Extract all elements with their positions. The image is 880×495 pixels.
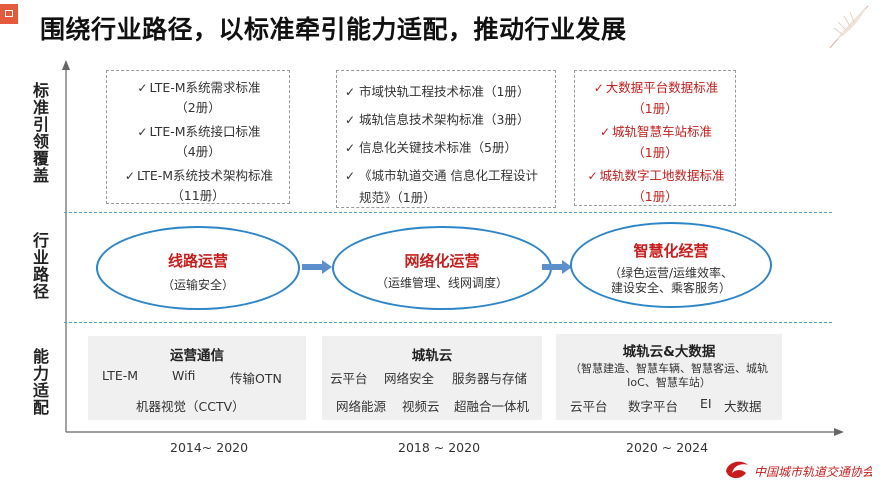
standards-box-lte: ✓LTE-M系统需求标准 （2册） ✓LTE-M系统接口标准 （4册） ✓LTE… [106, 70, 290, 204]
row-label-standards: 标准引领覆盖 [32, 81, 49, 185]
list-item: ✓信息化关键技术标准（5册） [345, 140, 517, 155]
arrow-right-icon [542, 260, 572, 274]
list-item: （1册） [632, 101, 678, 116]
feather-icon [829, 5, 869, 49]
list-item: ✓LTE-M系统技术架构标准 [124, 168, 274, 183]
path-ellipse-smart-ops: 智慧化经营 （绿色运营/运维效率、 建设安全、乘客服务） [570, 222, 772, 308]
page-title: 围绕行业路径，以标准牵引能力适配，推动行业发展 [40, 15, 627, 44]
list-item: ✓城轨智慧车站标准 [599, 124, 712, 139]
path-ellipse-network-ops: 网络化运营 （运维管理、线网调度） [332, 226, 552, 310]
svg-text:中国城市轨道交通协会: 中国城市轨道交通协会 [754, 465, 872, 479]
row-label-path: 行业路径 [32, 231, 49, 301]
list-item: ✓城轨信息技术架构标准（3册） [345, 112, 530, 127]
association-logo: 中国城市轨道交通协会 [726, 461, 872, 479]
separator-line [64, 212, 832, 213]
standards-box-bigdata: ✓大数据平台数据标准 （1册） ✓城轨智慧车站标准 （1册） ✓城轨数字工地数据… [574, 70, 736, 206]
list-item: ✓市域快轨工程技术标准（1册） [345, 84, 530, 99]
list-item: ✓LTE-M系统接口标准 [137, 124, 261, 139]
corner-mark-icon [0, 4, 18, 24]
list-item: ✓《城市轨道交通 信息化工程设计 [345, 168, 538, 183]
year-label: 2018 ~ 2020 [398, 440, 481, 455]
capability-box-bigdata: 城轨云&大数据 （智慧建造、智慧车辆、智慧客运、城轨 IoC、智慧车站） 云平台… [556, 334, 782, 420]
row-label-capability: 能力适配 [32, 347, 49, 417]
list-item: （2册） [175, 100, 221, 115]
separator-line [64, 322, 832, 323]
path-ellipse-line-ops: 线路运营 （运输安全） [96, 226, 300, 310]
year-label: 2014~ 2020 [170, 440, 249, 455]
list-item: ✓城轨数字工地数据标准 [587, 168, 725, 183]
list-item: （4册） [175, 144, 221, 159]
list-item: （1册） [632, 145, 678, 160]
capability-box-comm: 运营通信 LTE-M Wifi 传输OTN 机器视觉（CCTV） [88, 336, 306, 420]
year-label: 2020 ~ 2024 [626, 440, 709, 455]
standards-box-info: ✓市域快轨工程技术标准（1册） ✓城轨信息技术架构标准（3册） ✓信息化关键技术… [336, 70, 556, 208]
arrow-right-icon [302, 260, 332, 274]
list-item: ✓LTE-M系统需求标准 [137, 80, 261, 95]
list-item: ✓大数据平台数据标准 [593, 80, 719, 95]
list-item: 规范》（1册） [359, 190, 436, 205]
capability-box-cloud: 城轨云 云平台 网络安全 服务器与存储 网络能源 视频云 超融合一体机 [322, 336, 542, 420]
list-item: （11册） [171, 188, 225, 203]
list-item: （1册） [632, 189, 678, 204]
